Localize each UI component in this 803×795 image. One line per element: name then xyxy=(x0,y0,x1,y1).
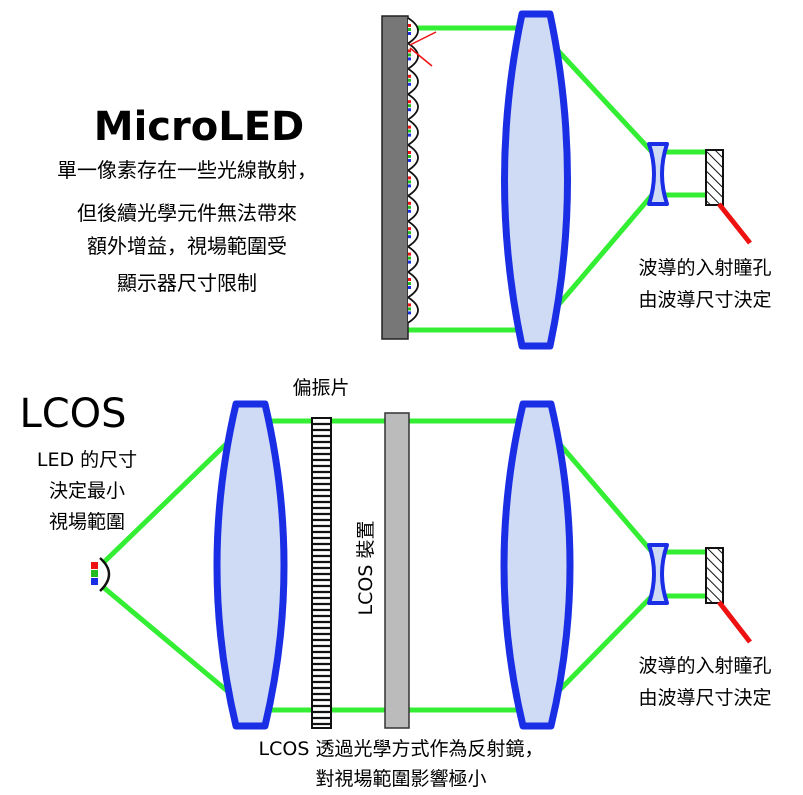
led-reflector xyxy=(99,557,111,592)
polarizer-stripes xyxy=(313,422,330,726)
microled-beam-top xyxy=(408,25,708,155)
microled-subpixel xyxy=(408,201,411,205)
polarizer-label: 偏振片 xyxy=(292,377,349,399)
microled-beam-bottom xyxy=(408,192,708,333)
led-green xyxy=(91,570,98,577)
lcos-led-note-2: 決定最小 xyxy=(49,480,125,502)
microled-desc-line-4: 顯示器尺寸限制 xyxy=(117,271,257,295)
lcos-waveguide xyxy=(705,547,724,604)
led-source xyxy=(91,557,111,592)
microled-subpixel xyxy=(408,231,411,235)
lcos-device xyxy=(384,412,410,729)
microled-subpixel xyxy=(408,125,411,129)
lcos-led-note-3: 視場範圍 xyxy=(49,511,125,533)
microled-subpixel xyxy=(408,184,411,188)
microled-title: MicroLED xyxy=(94,104,304,150)
scatter-ray-1 xyxy=(409,31,437,46)
led-blue xyxy=(91,578,98,585)
lcos-title: LCOS xyxy=(19,391,126,437)
microled-section: MicroLED 單一像素存在一些光線散射， 但後續光學元件無法帶來 額外增益，… xyxy=(57,10,772,350)
led-red xyxy=(91,562,98,569)
lcos-left-lens xyxy=(213,400,288,730)
microled-subpixel xyxy=(408,282,411,285)
microled-subpixel xyxy=(408,252,411,256)
microled-subpixel xyxy=(408,235,411,239)
microled-subpixel xyxy=(408,176,411,180)
lcos-waveguide-note-2: 由波導尺寸決定 xyxy=(638,687,771,709)
microled-subpixel xyxy=(408,260,411,264)
microled-subpixel xyxy=(408,104,411,108)
microled-subpixel xyxy=(408,227,411,231)
microled-display-panel xyxy=(381,15,409,340)
microled-subpixel xyxy=(408,256,411,260)
lcos-concave-lens xyxy=(647,543,669,605)
lcos-waveguide-red xyxy=(717,600,752,644)
microled-lens xyxy=(501,10,571,350)
microled-subpixel xyxy=(408,209,411,213)
microled-subpixel xyxy=(408,24,411,27)
lcos-right-lens xyxy=(500,400,574,730)
microled-subpixel xyxy=(408,303,411,307)
microled-subpixel xyxy=(408,53,411,57)
microled-waveguide xyxy=(705,149,724,206)
microled-subpixel xyxy=(408,278,411,281)
lcos-waveguide-note-1: 波導的入射瞳孔 xyxy=(638,655,771,677)
microled-subpixel xyxy=(408,108,411,112)
microled-subpixel xyxy=(408,151,411,154)
microled-subpixel xyxy=(408,159,411,162)
microled-subpixel xyxy=(408,74,411,78)
microled-desc-line-2: 但後續光學元件無法帶來 xyxy=(77,201,297,225)
microled-subpixel xyxy=(408,129,411,133)
microled-waveguide-note-1: 波導的入射瞳孔 xyxy=(638,257,771,279)
microled-pixel-array xyxy=(407,17,419,324)
microled-desc-line-1: 單一像素存在一些光線散射， xyxy=(57,158,317,182)
microled-waveguide-red xyxy=(717,202,752,245)
microled-subpixel xyxy=(408,57,411,61)
microled-subpixel xyxy=(408,78,411,82)
microled-subpixel xyxy=(408,286,411,289)
microled-subpixel xyxy=(408,32,411,35)
microled-subpixel xyxy=(408,82,411,86)
microled-subpixel xyxy=(408,49,411,53)
microled-subpixel xyxy=(408,307,411,311)
lcos-section: LCOS LED 的尺寸 決定最小 視場範圍 偏振片 LCOS 裝置 LCOS … xyxy=(19,377,771,790)
microled-subpixel xyxy=(408,133,411,137)
microled-subpixel xyxy=(408,311,411,315)
microled-concave-lens xyxy=(647,142,669,206)
microled-desc-line-3: 額外增益，視場範圍受 xyxy=(87,234,287,258)
lcos-bottom-note-2: 對視場範圍影響極小 xyxy=(315,768,486,790)
microled-subpixel xyxy=(408,28,411,31)
microled-subpixel xyxy=(408,205,411,209)
microled-subpixel xyxy=(408,180,411,184)
lcos-led-note-1: LED 的尺寸 xyxy=(37,449,137,471)
microled-subpixel xyxy=(408,155,411,158)
microled-subpixel xyxy=(408,100,411,104)
lcos-device-label: LCOS 裝置 xyxy=(355,521,377,616)
lcos-bottom-note-1: LCOS 透過光學方式作為反射鏡， xyxy=(259,738,544,760)
scatter-ray-2 xyxy=(409,47,433,67)
microled-waveguide-note-2: 由波導尺寸決定 xyxy=(638,289,771,311)
